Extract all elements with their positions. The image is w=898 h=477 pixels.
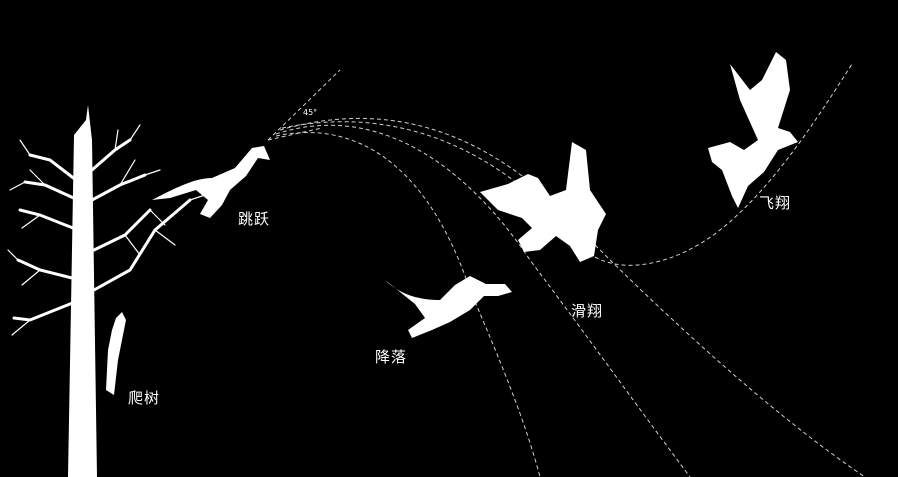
trajectory-glide-steep — [275, 124, 691, 477]
flight-label: 飞翔 — [759, 194, 792, 212]
leap-label: 跳跃 — [238, 210, 271, 228]
flying-bird-icon — [708, 52, 798, 208]
trajectory-flight — [281, 63, 853, 266]
climb-label: 爬树 — [128, 389, 161, 407]
gliding-dinosaur-icon — [480, 142, 606, 262]
angle-label: 45° — [303, 108, 318, 117]
trajectory-glide-shallow — [279, 117, 866, 477]
angle-base-line — [267, 127, 323, 141]
angle-guide-line — [267, 69, 341, 141]
fall-label: 降落 — [375, 348, 408, 366]
trajectory-lines — [267, 63, 866, 477]
climbing-dinosaur-icon — [106, 312, 126, 395]
falling-dinosaur-icon — [385, 276, 512, 338]
leaping-dinosaur-icon — [152, 146, 270, 218]
tree-icon — [7, 105, 206, 477]
trajectory-fall — [275, 132, 541, 477]
glide-label: 滑翔 — [571, 302, 604, 320]
